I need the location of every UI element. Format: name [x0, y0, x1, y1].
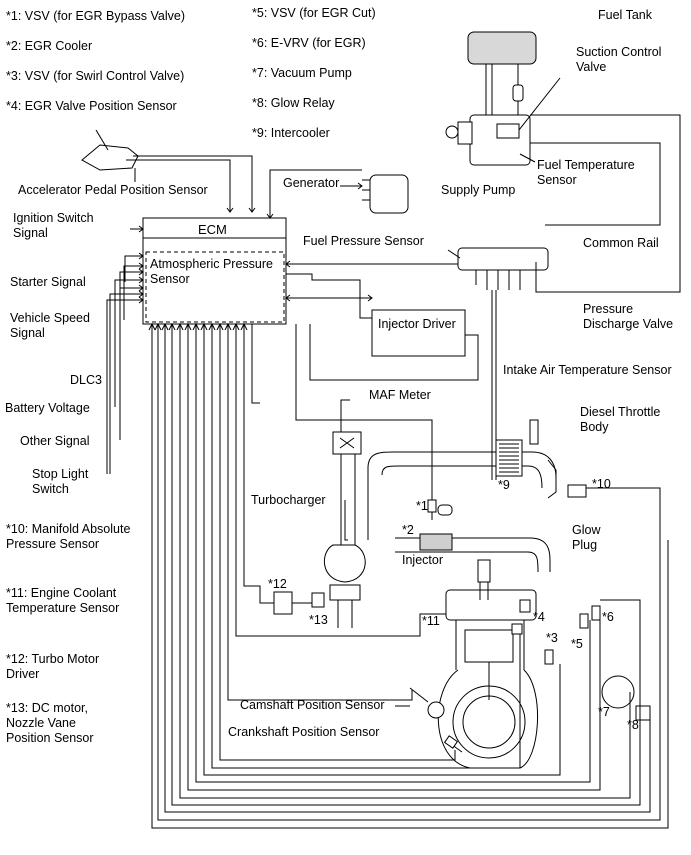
crankshaft-sensor-drawing — [445, 736, 462, 752]
legend-note-8: *8: Glow Relay — [252, 96, 335, 110]
legend-note-6: *6: E-VRV (for EGR) — [252, 36, 366, 50]
signal-bus — [152, 324, 668, 828]
accelerator-pedal-label: Accelerator Pedal Position Sensor — [18, 183, 208, 197]
right-side-sensors — [512, 420, 650, 720]
engine-drawing — [438, 560, 537, 768]
injector-driver-box — [372, 310, 465, 356]
callout-3: *3 — [546, 631, 558, 645]
maf-meter-label: MAF Meter — [369, 388, 431, 402]
starter-signal-label: Starter Signal — [10, 275, 86, 289]
intake-piping — [368, 440, 556, 540]
signal-bus-arrows — [149, 324, 247, 330]
pressure-discharge-valve-label: Pressure Discharge Valve — [583, 302, 674, 331]
legend-note-13: *13: DC motor, Nozzle Vane Position Sens… — [6, 701, 94, 745]
suction-control-valve-label: Suction Control Valve — [576, 45, 662, 74]
dlc3-label: DLC3 — [70, 373, 102, 387]
atmospheric-pressure-sensor-label: Atmospheric Pressure Sensor — [150, 257, 273, 286]
common-rail-drawing — [448, 115, 680, 480]
dc-motor-box — [312, 593, 324, 607]
callout-12: *12 — [268, 577, 287, 591]
fuel-pressure-sensor-label: Fuel Pressure Sensor — [303, 234, 424, 248]
callout-7: *7 — [598, 705, 610, 719]
input-wires — [107, 226, 143, 474]
legend-note-5: *5: VSV (for EGR Cut) — [252, 6, 376, 20]
callout-1: *1 — [416, 499, 428, 513]
supply-pump-label: Supply Pump — [441, 183, 516, 197]
legend-note-11: *11: Engine Coolant Temperature Sensor — [6, 586, 120, 615]
callout-4: *4 — [533, 610, 545, 624]
egr-cooler-drawing — [395, 534, 550, 572]
legend-note-3: *3: VSV (for Swirl Control Valve) — [6, 69, 185, 83]
camshaft-sensor-label: Camshaft Position Sensor — [240, 698, 385, 712]
callout-9: *9 — [498, 478, 510, 492]
maf-drawing — [296, 324, 432, 545]
legend-note-7: *7: Vacuum Pump — [252, 66, 352, 80]
vehicle-speed-label: Vehicle Speed Signal — [10, 311, 90, 340]
generator-label: Generator — [283, 176, 340, 190]
supply-pump-drawing — [446, 78, 660, 225]
legend-note-10: *10: Manifold Absolute Pressure Sensor — [6, 522, 131, 551]
fuel-tank-label: Fuel Tank — [598, 8, 652, 22]
diesel-throttle-body-label: Diesel Throttle Body — [580, 405, 661, 434]
legend-note-4: *4: EGR Valve Position Sensor — [6, 99, 177, 113]
callout-2: *2 — [402, 523, 414, 537]
crankshaft-sensor-label: Crankshaft Position Sensor — [228, 725, 380, 739]
turbocharger-label: Turbocharger — [251, 493, 326, 507]
callout-10: *10 — [592, 477, 611, 491]
atm-sensor-box — [146, 252, 284, 322]
generator-drawing — [267, 170, 408, 218]
callout-5: *5 — [571, 637, 583, 651]
callout-11: *11 — [422, 614, 440, 628]
camshaft-sensor-drawing — [395, 688, 444, 718]
callout-6: *6 — [602, 610, 614, 624]
fuel-temperature-sensor-label: Fuel Temperature Sensor — [537, 158, 635, 187]
ecm-title: ECM — [198, 222, 227, 237]
accelerator-pedal-drawing — [82, 130, 255, 212]
callout-8: *8 — [627, 718, 639, 732]
legend-note-1: *1: VSV (for EGR Bypass Valve) — [6, 9, 185, 23]
battery-voltage-label: Battery Voltage — [5, 401, 90, 415]
ecm-rail-wires — [286, 261, 478, 380]
fuel-tank-drawing — [468, 32, 536, 120]
injector-label: Injector — [402, 553, 443, 567]
legend-note-12: *12: Turbo Motor Driver — [6, 652, 100, 681]
callout-13: *13 — [309, 613, 328, 627]
turbo-motor-driver-box — [274, 592, 292, 614]
other-signal-label: Other Signal — [20, 434, 90, 448]
ignition-switch-label: Ignition Switch Signal — [13, 211, 94, 240]
glow-plug-label: Glow Plug — [572, 523, 601, 552]
legend-note-9: *9: Intercooler — [252, 126, 330, 140]
injector-driver-label: Injector Driver — [378, 317, 456, 331]
legend-note-2: *2: EGR Cooler — [6, 39, 93, 53]
turbocharger-drawing — [324, 500, 365, 628]
stop-light-switch-label: Stop Light Switch — [32, 467, 89, 496]
ecm-box — [143, 218, 286, 324]
intake-air-temp-sensor-label: Intake Air Temperature Sensor — [503, 363, 672, 377]
common-rail-label: Common Rail — [583, 236, 659, 250]
